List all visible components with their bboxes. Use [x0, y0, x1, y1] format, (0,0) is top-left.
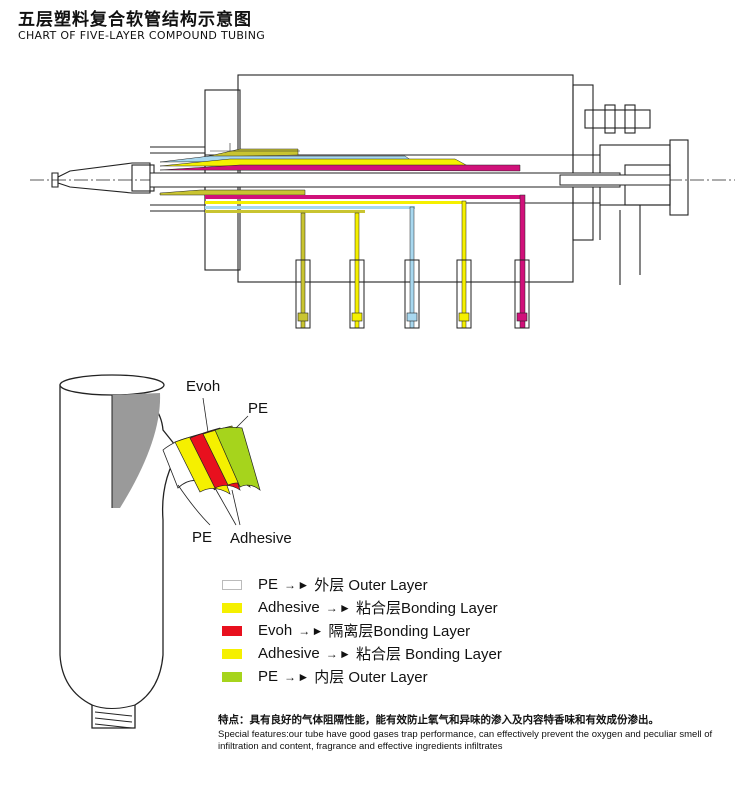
- arrow-icon: → ►: [298, 623, 323, 638]
- arrow-icon: → ►: [284, 577, 309, 592]
- legend-layer-desc: 外层 Outer Layer: [314, 577, 428, 594]
- arrow-icon: → ►: [325, 600, 351, 615]
- mandrel: [149, 172, 621, 188]
- tube-illustration: [59, 374, 261, 729]
- rear-bolt: [584, 109, 651, 129]
- legend-layer-name: PE: [258, 668, 279, 685]
- mandrel-shaft: [559, 174, 671, 186]
- feed-pipes: [295, 194, 530, 329]
- legend-row: Adhesive → ► 粘合层Bonding Layer: [222, 596, 642, 619]
- legend-swatch-pe-outer: [222, 579, 242, 590]
- die-nose: [57, 162, 151, 194]
- label-pe-bottom: PE: [192, 529, 213, 546]
- lower-channels: [159, 189, 525, 213]
- feed-pipe-magenta: [519, 194, 526, 329]
- legend-layer-name: Adhesive: [258, 599, 320, 616]
- legend-layer-name: Evoh: [258, 622, 293, 639]
- label-pe-top: PE: [248, 400, 269, 417]
- feed-pipe-olive: [300, 212, 306, 329]
- feed-pipe-blue: [409, 206, 415, 329]
- peeled-layers: [162, 425, 261, 495]
- label-evoh: Evoh: [186, 378, 221, 395]
- upper-channels: [159, 143, 521, 172]
- tube-inner-shadow: [112, 393, 161, 508]
- arrow-icon: → ►: [325, 646, 351, 661]
- legend-layer-desc: 隔离层Bonding Layer: [328, 623, 471, 640]
- diagram-title-cn: 五层塑料复合软管结构示意图: [18, 10, 252, 30]
- diagram-title-en: CHART OF FIVE-LAYER COMPOUND TUBING: [18, 29, 266, 42]
- layer-green: [214, 426, 261, 491]
- features-cn: 特点：具有良好的气体阻隔性能，能有效防止氧气和异味的渗入及内容特香味和有效成份渗…: [218, 714, 659, 726]
- features-en: Special features:our tube have good gase…: [218, 729, 713, 752]
- feed-pipe-yellow-2: [461, 200, 467, 329]
- legend-layer-desc: 粘合层Bonding Layer: [355, 600, 498, 617]
- legend-layer-desc: 内层 Outer Layer: [314, 669, 428, 686]
- layer-legend: PE → ► 外层 Outer Layer Adhesive → ► 粘合层Bo…: [222, 573, 642, 688]
- nose-tip: [51, 172, 59, 188]
- die-rear-block: [572, 84, 594, 241]
- legend-swatch-evoh: [222, 625, 242, 636]
- label-adhesive: Adhesive: [230, 530, 292, 547]
- legend-layer-desc: 粘合层 Bonding Layer: [355, 646, 502, 663]
- legend-row: Adhesive → ► 粘合层 Bonding Layer: [222, 642, 642, 665]
- legend-layer-name: Adhesive: [258, 645, 320, 662]
- legend-swatch-adhesive: [222, 602, 242, 613]
- arrow-icon: → ►: [284, 669, 309, 684]
- legend-row: Evoh → ► 隔离层Bonding Layer: [222, 619, 642, 642]
- channel-magenta: [159, 164, 521, 172]
- leader-lines: [177, 397, 249, 526]
- tube-opening: [59, 374, 165, 396]
- tube-thread: [91, 704, 136, 729]
- extrusion-die-diagram: [30, 74, 735, 329]
- legend-swatch-pe-inner: [222, 671, 242, 682]
- legend-row: PE → ► 外层 Outer Layer: [222, 573, 642, 596]
- legend-row: PE → ► 内层 Outer Layer: [222, 665, 642, 688]
- legend-layer-name: PE: [258, 576, 279, 593]
- feed-pipe-yellow-1: [354, 212, 360, 329]
- legend-swatch-adhesive-2: [222, 648, 242, 659]
